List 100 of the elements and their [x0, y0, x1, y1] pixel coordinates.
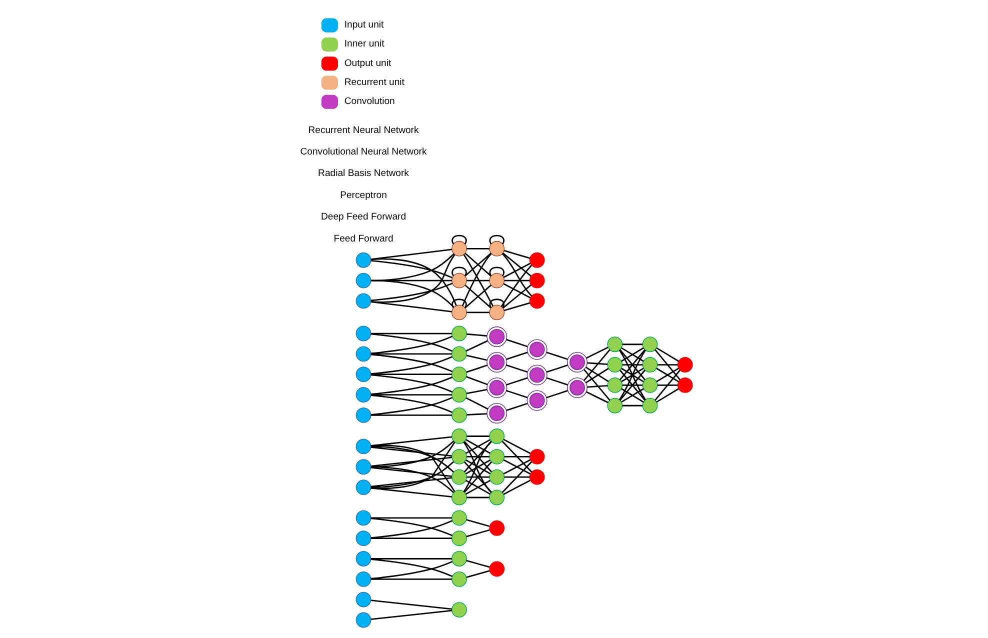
connector [504, 280, 530, 282]
connector [502, 252, 532, 277]
node-circle [356, 438, 372, 454]
node-circle [489, 561, 505, 577]
connector [370, 446, 454, 473]
connector [656, 347, 679, 362]
connector [489, 298, 504, 308]
node-circle [486, 377, 508, 398]
legend-label: Inner unit [344, 38, 384, 50]
connector [504, 302, 530, 312]
connector [370, 414, 452, 416]
connector [502, 253, 532, 296]
connector [503, 438, 531, 454]
connector [466, 560, 490, 568]
node-circle [529, 252, 545, 268]
connector [370, 280, 454, 308]
connector [370, 558, 452, 560]
connector [370, 477, 452, 488]
connector [464, 461, 492, 493]
connector [546, 352, 568, 360]
node-circle [356, 293, 372, 309]
node-circle [452, 448, 467, 464]
connector [466, 354, 488, 361]
connector [370, 282, 453, 302]
node-circle [526, 364, 548, 386]
connector [370, 466, 452, 478]
connector [452, 234, 467, 244]
node-circle [529, 469, 545, 485]
node-circle [356, 272, 372, 288]
connector [370, 446, 452, 457]
connector [466, 388, 488, 394]
node-circle [452, 387, 467, 402]
node-circle [452, 571, 467, 587]
node-circle [489, 469, 505, 485]
legend-label: Input unit [344, 20, 384, 31]
connector [370, 461, 454, 488]
connector [546, 390, 568, 398]
label: Radial Basis Network [318, 168, 409, 180]
connector [654, 370, 680, 401]
connector [370, 538, 452, 540]
connector [466, 570, 490, 578]
node-circle [356, 571, 372, 587]
node-circle [356, 510, 372, 526]
label: Recurrent Neural Network [308, 124, 419, 136]
connector [466, 397, 488, 410]
node-circle [677, 377, 693, 393]
connector [584, 349, 610, 381]
node-circle [489, 520, 505, 536]
connector [506, 338, 528, 348]
connector [622, 384, 643, 386]
connector [466, 529, 490, 538]
connector [370, 253, 454, 282]
connector [370, 301, 452, 312]
node-circle [452, 551, 467, 566]
connector [619, 370, 646, 401]
node-circle [677, 357, 693, 372]
node-circle [452, 366, 467, 382]
node-circle [529, 272, 545, 288]
node-circle [486, 326, 508, 347]
connector [502, 284, 532, 309]
connector [622, 344, 643, 346]
connector [466, 476, 490, 478]
node-circle [567, 377, 588, 398]
connector [466, 436, 490, 437]
connector [466, 413, 487, 416]
node-circle [489, 304, 505, 320]
node-circle [452, 272, 467, 288]
connector [370, 517, 452, 519]
connector [586, 391, 608, 404]
node-circle [452, 407, 467, 423]
node-circle [356, 326, 372, 342]
node-circle [356, 366, 372, 382]
node-circle [356, 530, 372, 546]
connector [586, 346, 608, 359]
node-circle [452, 469, 467, 485]
connector [504, 476, 530, 478]
node-circle [452, 428, 467, 444]
node-circle [529, 448, 545, 464]
connector [370, 456, 452, 467]
connector [370, 353, 452, 355]
connector [370, 466, 454, 494]
node-circle [452, 530, 467, 546]
connector [466, 480, 490, 495]
connector [464, 284, 492, 308]
connector [503, 262, 531, 278]
connector [370, 487, 452, 498]
label: Deep Feed Forward [320, 212, 406, 223]
node-circle [642, 377, 658, 393]
connector [504, 456, 530, 458]
connector [370, 280, 452, 282]
node-circle [489, 490, 505, 506]
node-circle [356, 387, 372, 402]
node-circle [607, 377, 623, 393]
connector [370, 332, 452, 334]
connector [503, 480, 531, 495]
connector [619, 349, 646, 380]
node-circle [356, 252, 372, 268]
connector [489, 234, 504, 244]
node-circle [452, 240, 467, 256]
connector [466, 312, 490, 314]
